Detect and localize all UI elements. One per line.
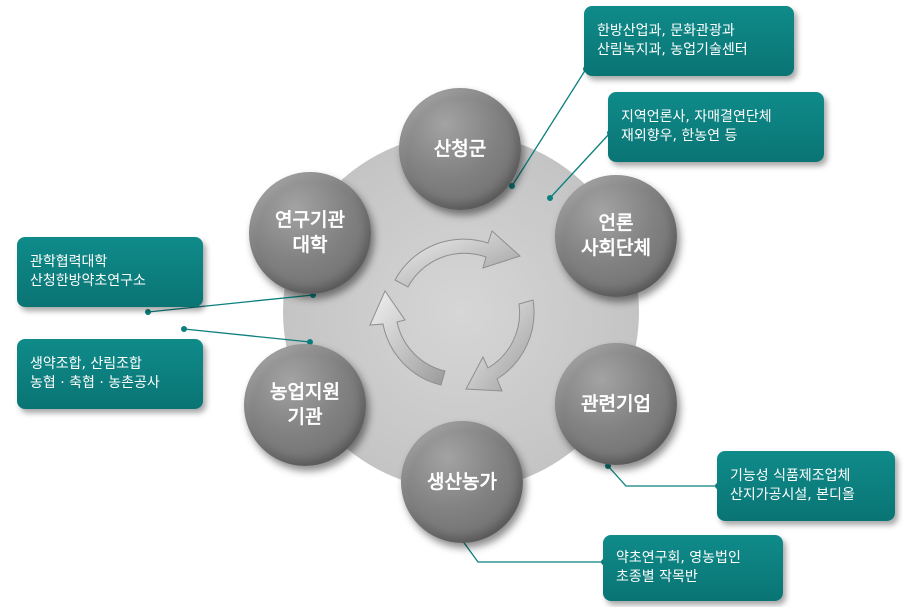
callout-line2: 재외향우, 한농연 등 [621,128,738,144]
callout-line1: 생약조합, 산림조합 [30,355,142,372]
node-label: 관련기업 [581,392,651,415]
callout-support: 생약조합, 산림조합 농협 · 축협 · 농촌공사 [17,339,203,409]
node-label-line1: 농업지원 [270,381,340,404]
callout-line2: 산림녹지과, 농업기술센터 [597,42,748,58]
background-disc [283,134,639,490]
node-label: 산청군 [433,137,487,160]
node-label-line2: 대학 [292,234,328,256]
callout-companies: 기능성 식품제조업체 산지가공시설, 본디올 [717,451,895,521]
node-research-university: 연구기관 대학 [249,172,371,294]
node-related-companies: 관련기업 [555,343,677,465]
callout-line1: 약초연구회, 영농법인 [616,549,741,566]
callout-line2: 산지가공시설, 본디올 [730,487,855,503]
node-label-line1: 연구기관 [275,209,345,232]
callout-line2: 산청한방약초연구소 [30,273,146,289]
node-sancheong-county: 산청군 [399,88,521,210]
node-media-social-groups: 언론 사회단체 [555,175,677,297]
callout-media: 지역언론사, 자매결연단체 재외향우, 한농연 등 [608,92,824,162]
callout-line2: 초종별 작목반 [616,569,698,585]
callout-line1: 관학협력대학 [30,253,108,270]
node-label-line2: 사회단체 [581,237,651,259]
node-producing-farms: 생산농가 [401,421,523,543]
callout-research: 관학협력대학 산청한방약초연구소 [17,237,203,307]
node-label-line2: 기관 [287,406,323,428]
callout-line1: 지역언론사, 자매결연단체 [621,108,772,125]
callout-farmers: 약초연구회, 영농법인 초종별 작목반 [603,535,783,601]
node-label: 생산농가 [427,470,497,493]
callout-line1: 기능성 식품제조업체 [730,467,851,484]
node-label-line1: 언론 [598,212,634,235]
node-agricultural-support: 농업지원 기관 [244,344,366,466]
callout-county-departments: 한방산업과, 문화관광과 산림녹지과, 농업기술센터 [584,6,794,76]
callout-line1: 한방산업과, 문화관광과 [597,22,735,39]
callout-line2: 농협 · 축협 · 농촌공사 [30,375,160,391]
leader-lines [147,68,718,563]
cycle-arrows-icon [369,230,535,392]
